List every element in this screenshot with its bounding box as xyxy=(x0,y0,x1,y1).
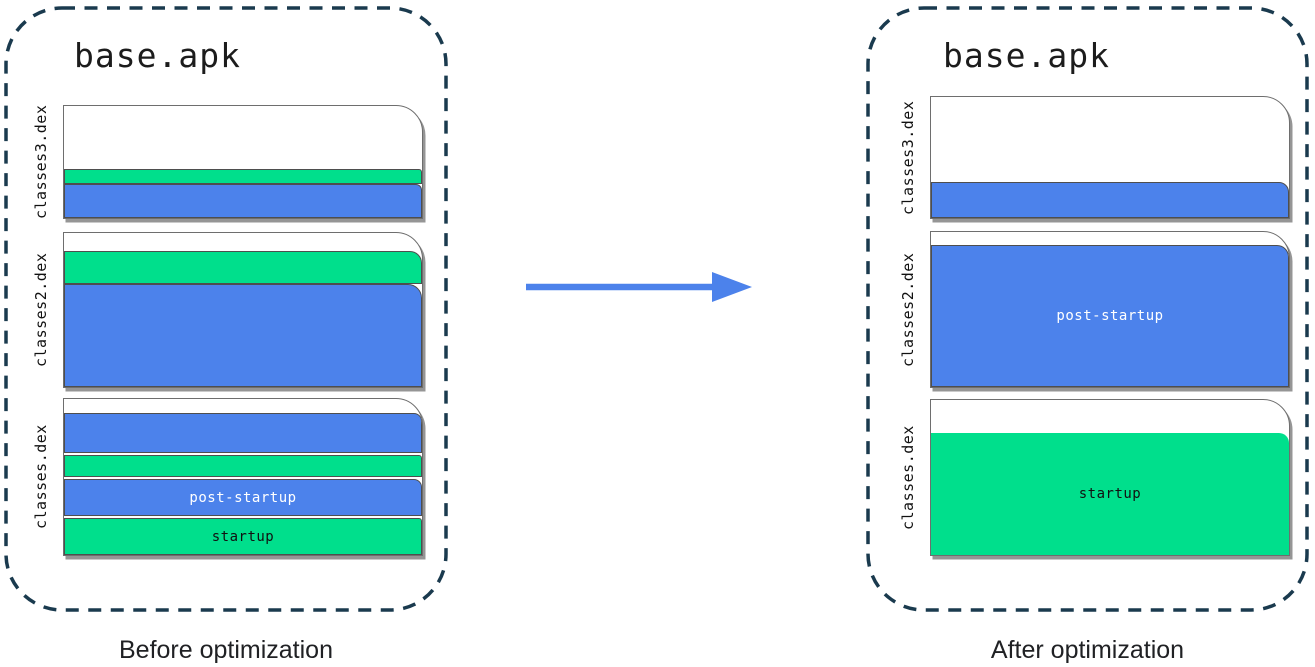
segment-post-startup xyxy=(64,413,422,453)
file-label: classes3.dex xyxy=(899,100,917,215)
file-label: classes2.dex xyxy=(32,252,50,368)
file-label: classes2.dex xyxy=(899,252,917,367)
segment-startup: startup xyxy=(64,518,422,555)
dashed-container-outline xyxy=(866,6,1309,612)
dex-page xyxy=(63,232,423,388)
segment-stack xyxy=(64,169,422,218)
segment-label: post-startup xyxy=(189,489,297,506)
segment-post-startup xyxy=(64,284,422,387)
segment-stack: startup xyxy=(931,433,1289,555)
segment-stack: post-startup xyxy=(931,245,1289,387)
file-label: classes3.dex xyxy=(32,104,50,220)
segment-stack xyxy=(64,251,422,387)
segment-post-startup: post-startup xyxy=(931,245,1289,387)
segment-post-startup xyxy=(64,184,422,218)
file-label: classes.dex xyxy=(32,424,50,530)
segment-label: post-startup xyxy=(1056,308,1164,324)
file-block-classes2: classes2.dex post-startup xyxy=(899,231,1290,388)
file-block-classes: classes.dex startup xyxy=(899,399,1290,556)
file-label: classes.dex xyxy=(899,425,917,530)
dex-page: post-startup startup xyxy=(63,398,423,556)
segment-label: startup xyxy=(1078,486,1142,502)
before-caption: Before optimization xyxy=(118,636,333,664)
segment-post-startup xyxy=(931,182,1289,218)
dex-page xyxy=(930,96,1290,219)
right-arrow-icon xyxy=(526,272,752,302)
segment-startup xyxy=(64,251,422,284)
segment-label: startup xyxy=(211,528,275,545)
segment-startup xyxy=(64,169,422,184)
file-block-classes: classes.dex post-startup startup xyxy=(32,398,423,556)
dex-page: post-startup xyxy=(930,231,1290,388)
after-panel: base.apk classes3.dex classes2.dex post-… xyxy=(866,6,1309,664)
segment-startup xyxy=(64,455,422,477)
file-block-classes3: classes3.dex xyxy=(899,96,1290,219)
apk-title: base.apk xyxy=(943,36,1110,75)
segment-stack xyxy=(931,182,1289,218)
file-block-classes2: classes2.dex xyxy=(32,232,423,388)
segment-stack: post-startup startup xyxy=(64,413,422,555)
apk-title: base.apk xyxy=(74,36,241,75)
dex-page: startup xyxy=(930,399,1290,556)
dashed-container-outline xyxy=(4,6,448,612)
file-block-classes3: classes3.dex xyxy=(32,105,423,219)
before-panel: base.apk classes3.dex classes2.dex xyxy=(4,6,448,664)
after-caption: After optimization xyxy=(990,636,1185,664)
segment-post-startup: post-startup xyxy=(64,479,422,516)
segment-startup: startup xyxy=(931,433,1289,555)
dex-page xyxy=(63,105,423,219)
